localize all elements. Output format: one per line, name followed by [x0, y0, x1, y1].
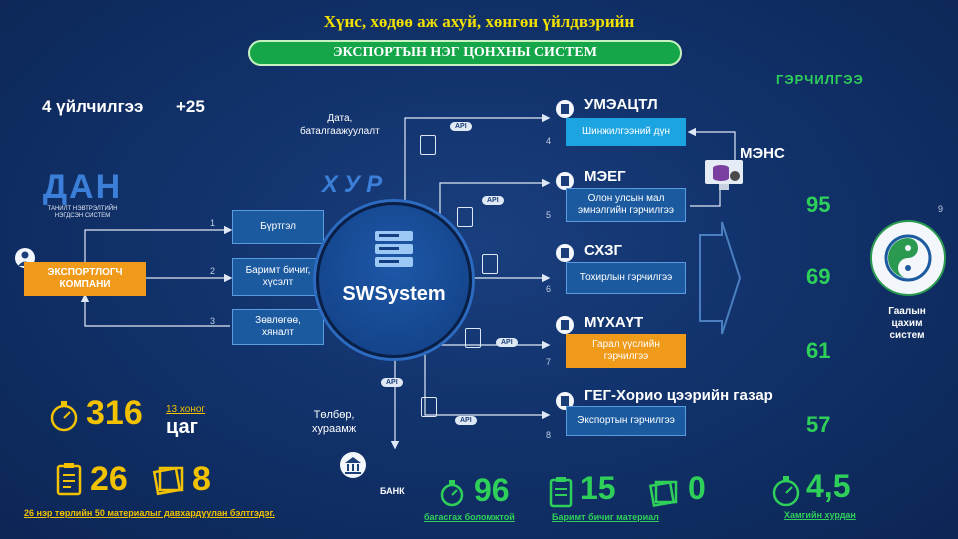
docs-value: 26	[90, 460, 128, 498]
fast-caption: Хамгийн хурдан	[784, 510, 856, 520]
agency-name: УМЭАЦТЛ	[584, 96, 658, 113]
hours-value: 316	[86, 394, 143, 432]
mens-label: МЭНС	[740, 145, 785, 162]
building-icon	[556, 100, 574, 118]
api-cloud-icon: API	[496, 338, 518, 347]
certificate-icon	[482, 254, 498, 274]
services-plus: +25	[176, 97, 205, 116]
stopwatch-icon	[50, 401, 78, 432]
api-label: API	[496, 338, 518, 347]
agency-number: 7	[546, 357, 552, 367]
dan-logo: ДАН ТАНИЛТ НЭВТРЭЛТИЙН НЭГДСЭН СИСТЕМ	[35, 168, 130, 220]
paper-stack-icon	[648, 480, 678, 508]
paper2-value: 0	[688, 470, 706, 506]
agency-count: 61	[806, 338, 831, 363]
server-icon	[375, 231, 413, 267]
paper-caption: Баримт бичиг материал	[552, 512, 659, 522]
flow-documents: Баримт бичиг, хүсэлт	[232, 258, 324, 296]
flow-number: 3	[210, 316, 216, 326]
api-cloud-icon: API	[381, 378, 403, 387]
agency-name: ГЕГ-Хорио цээрийн газар	[584, 387, 773, 404]
docs-caption: 26 нэр төрлийн 50 материалыг давхардуула…	[24, 508, 275, 518]
header-subtitle: Хүнс, хөдөө аж ахуй, хөнгөн үйлдвэрийн	[323, 12, 635, 31]
paper-stack-icon	[152, 466, 184, 496]
paper-value: 15	[580, 470, 616, 506]
services-label: 4 үйлчилгээ	[42, 97, 144, 116]
payment-label: Төлбөр, хураамж	[312, 409, 357, 436]
khur-logo-text: ХУР	[321, 171, 389, 198]
bank-icon	[340, 452, 366, 478]
agency-name: МҮХАҮТ	[584, 314, 644, 331]
customs-emblem-icon	[884, 234, 932, 282]
flow-registration: Бүртгэл	[232, 210, 324, 244]
khur-logo: ХУР	[300, 172, 410, 198]
agency-service: Шинжилгээний дүн	[566, 118, 686, 146]
reduce-caption: багасгах боломжтой	[424, 512, 515, 522]
certificate-icon	[457, 207, 473, 227]
agency-service: Тохирлын гэрчилгээ	[566, 262, 686, 294]
exporter-company: ЭКСПОРТЛОГЧ КОМПАНИ	[24, 262, 146, 296]
api-cloud-icon: API	[450, 122, 472, 131]
header-title: ЭКСПОРТЫН НЭГ ЦОНХНЫ СИСТЕМ	[248, 40, 682, 66]
customs-number: 9	[938, 204, 944, 214]
swsystem-hub: SWSystem	[316, 202, 472, 358]
api-cloud-icon: API	[455, 416, 477, 425]
api-label: API	[455, 416, 477, 425]
stopwatch-icon	[772, 476, 800, 507]
data-validation-label: Дата, баталгаажуулалт	[300, 113, 380, 137]
customs-seal	[870, 220, 946, 296]
customs-label: Гаалын цахим систем	[888, 306, 926, 341]
api-label: API	[482, 196, 504, 205]
flow-number: 2	[210, 266, 216, 276]
certificate-icon	[465, 328, 481, 348]
fast-value: 4,5	[806, 468, 851, 504]
hub-label: SWSystem	[342, 283, 446, 305]
flow-number: 1	[210, 218, 216, 228]
certificate-icon	[421, 397, 437, 417]
database-monitor-icon	[705, 160, 743, 190]
stopwatch-icon	[440, 480, 464, 507]
materials-value: 8	[192, 460, 211, 498]
dan-caption: ТАНИЛТ НЭВТРЭЛТИЙН НЭГДСЭН СИСТЕМ	[47, 206, 118, 220]
bank-label: БАНК	[380, 486, 405, 496]
flow-consulting: Зөвлөгөө, хяналт	[232, 309, 324, 345]
agency-name: МЭЕГ	[584, 168, 626, 185]
reduce-value: 96	[474, 472, 510, 508]
api-label: API	[381, 378, 403, 387]
agency-name: СХЗГ	[584, 242, 622, 259]
api-label: API	[450, 122, 472, 131]
agency-number: 5	[546, 210, 552, 220]
hours-unit: цаг	[166, 416, 198, 438]
clipboard-icon	[56, 463, 82, 496]
building-icon	[556, 392, 574, 410]
dan-logo-text: ДАН	[42, 168, 123, 206]
agency-count: 95	[806, 192, 831, 217]
certificate-icon	[420, 135, 436, 155]
agency-number: 8	[546, 430, 552, 440]
agency-number: 6	[546, 284, 552, 294]
agency-count: 69	[806, 264, 831, 289]
agency-count: 57	[806, 412, 831, 437]
partners-label: ГЭРЧИЛГЭЭ	[776, 72, 864, 87]
building-icon	[556, 316, 574, 334]
building-icon	[556, 172, 574, 190]
hours-days: 13 хоног	[166, 404, 206, 415]
agency-service: Олон улсын мал эмнэлгийн гэрчилгээ	[566, 188, 686, 222]
agency-service: Гарал үүслийн гэрчилгээ	[566, 334, 686, 368]
clipboard-icon	[549, 477, 573, 508]
building-icon	[556, 244, 574, 262]
agency-service: Экспортын гэрчилгээ	[566, 406, 686, 436]
agency-number: 4	[546, 136, 552, 146]
api-cloud-icon: API	[482, 196, 504, 205]
